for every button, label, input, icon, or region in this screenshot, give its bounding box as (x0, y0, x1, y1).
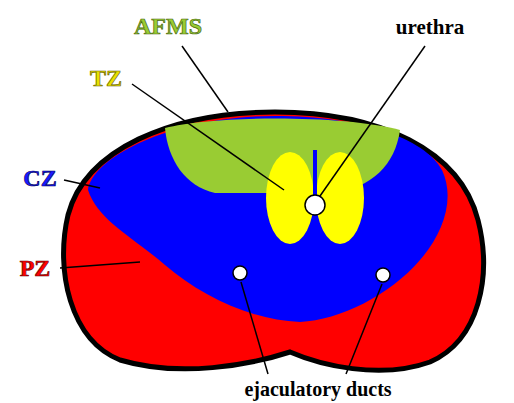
region-label: TZ (90, 65, 122, 91)
transition-zone-lobe (316, 152, 364, 244)
leader-line (346, 284, 382, 374)
central-zone (88, 116, 448, 322)
ejaculatory-duct (233, 266, 247, 280)
region-label: AFMS (134, 13, 202, 39)
leader-line (132, 84, 284, 190)
structure-label: urethra (396, 16, 464, 39)
region-label: CZ (23, 165, 56, 191)
leader-line (64, 180, 100, 188)
ejaculatory-duct (376, 268, 390, 282)
urethra-circle (305, 195, 325, 215)
leader-line (241, 282, 268, 374)
region-label: PZ (20, 255, 51, 281)
transition-zone-lobe (266, 152, 314, 244)
leader-line (60, 262, 140, 268)
structure-label: ejaculatory ducts (244, 378, 391, 400)
leader-line (320, 46, 425, 196)
peripheral-zone (64, 112, 484, 370)
leader-line (182, 46, 228, 112)
